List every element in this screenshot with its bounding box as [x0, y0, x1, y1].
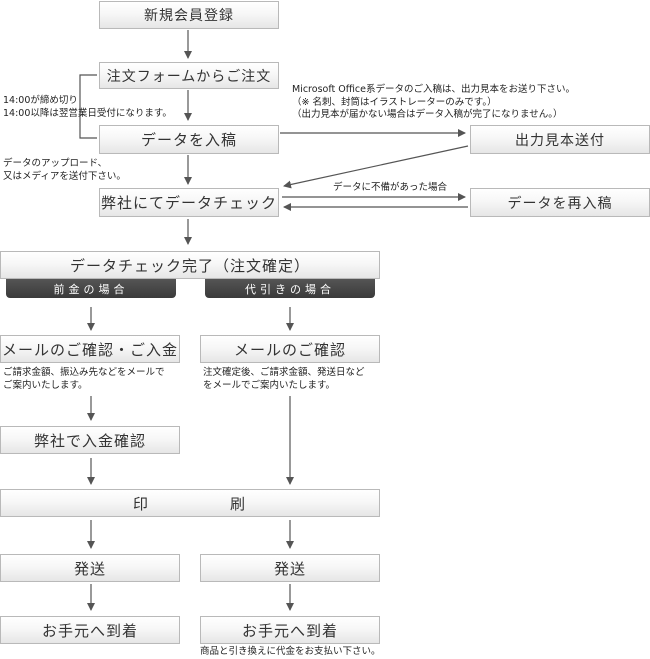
- step-cod-email: メールのご確認: [200, 335, 380, 363]
- cod-header: 代引きの場合: [205, 279, 375, 298]
- step-print: 印 刷: [0, 489, 380, 517]
- step-data-submit: データを入稿: [99, 125, 279, 154]
- note-upload-line2: 又はメディアを送付下さい。: [3, 170, 126, 182]
- step-check-complete: データチェック完了（注文確定）: [0, 251, 380, 279]
- print-label-a: 印: [133, 494, 149, 513]
- step-data-check: 弊社にてデータチェック: [99, 188, 279, 217]
- step-arrive-right: お手元へ到着: [200, 616, 380, 644]
- note-office: Microsoft Office系データのご入稿は、出力見本をお送り下さい。 （…: [292, 84, 575, 122]
- step-arrive-left: お手元へ到着: [0, 616, 180, 644]
- step-order-form: 注文フォームからご注文: [99, 62, 279, 89]
- note-office-line3: （出力見本が届かない場合はデータ入稿が完了になりません。）: [292, 109, 563, 120]
- print-label-b: 刷: [230, 494, 246, 513]
- step-ship-left: 発送: [0, 554, 180, 582]
- step-registration: 新規会員登録: [99, 1, 279, 29]
- note-incomplete: データに不備があった場合: [333, 182, 448, 193]
- note-deadline-line2: 14:00以降は翌営業日受付になります。: [3, 107, 172, 119]
- note-deadline-line1: 14:00が締め切り: [3, 95, 78, 106]
- note-upload: データのアップロード、 又はメディアを送付下さい。: [3, 158, 126, 183]
- step-ship-right: 発送: [200, 554, 380, 582]
- note-deadline: 14:00が締め切り 14:00以降は翌営業日受付になります。: [3, 95, 172, 120]
- note-cod: 注文確定後、ご請求金額、発送日など をメールでご案内いたします。: [203, 367, 365, 392]
- note-prepay-line2: ご案内いたします。: [3, 379, 88, 391]
- arrow-proof-to-check: [283, 145, 469, 189]
- note-prepay-line1: ご請求金額、振込み先などをメールで: [3, 367, 165, 378]
- note-cod-line1: 注文確定後、ご請求金額、発送日など: [203, 367, 365, 378]
- note-cod-payment: 商品と引き換えに代金をお支払い下さい。: [200, 646, 381, 657]
- note-prepay: ご請求金額、振込み先などをメールで ご案内いたします。: [3, 367, 165, 392]
- note-upload-line1: データのアップロード、: [3, 158, 108, 169]
- step-prepay-email: メールのご確認・ご入金: [0, 335, 180, 363]
- note-office-line1: Microsoft Office系データのご入稿は、出力見本をお送り下さい。: [292, 84, 575, 95]
- note-cod-line2: をメールでご案内いたします。: [203, 379, 336, 391]
- note-office-line2: （※ 名刺、封筒はイラストレーターのみです。）: [292, 96, 497, 108]
- step-data-resubmit: データを再入稿: [470, 188, 650, 217]
- deadline-bracket: [79, 74, 97, 139]
- step-payment-confirm: 弊社で入金確認: [0, 426, 180, 454]
- step-proof-send: 出力見本送付: [470, 125, 650, 154]
- prepay-header: 前金の場合: [6, 279, 176, 298]
